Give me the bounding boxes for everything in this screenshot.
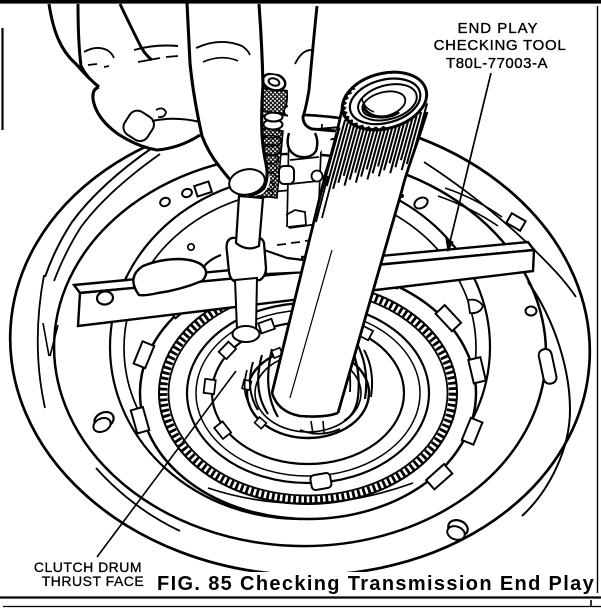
svg-text:THRUST FACE: THRUST FACE [42,573,144,589]
svg-text:CLUTCH DRUM: CLUTCH DRUM [34,559,142,575]
svg-text:END PLAY: END PLAY [457,20,538,37]
svg-text:T80L-77003-A: T80L-77003-A [446,55,548,72]
svg-text:CHECKING TOOL: CHECKING TOOL [434,37,567,54]
svg-text:FIG. 85 Checking Transmission: FIG. 85 Checking Transmission End Play [157,573,595,595]
